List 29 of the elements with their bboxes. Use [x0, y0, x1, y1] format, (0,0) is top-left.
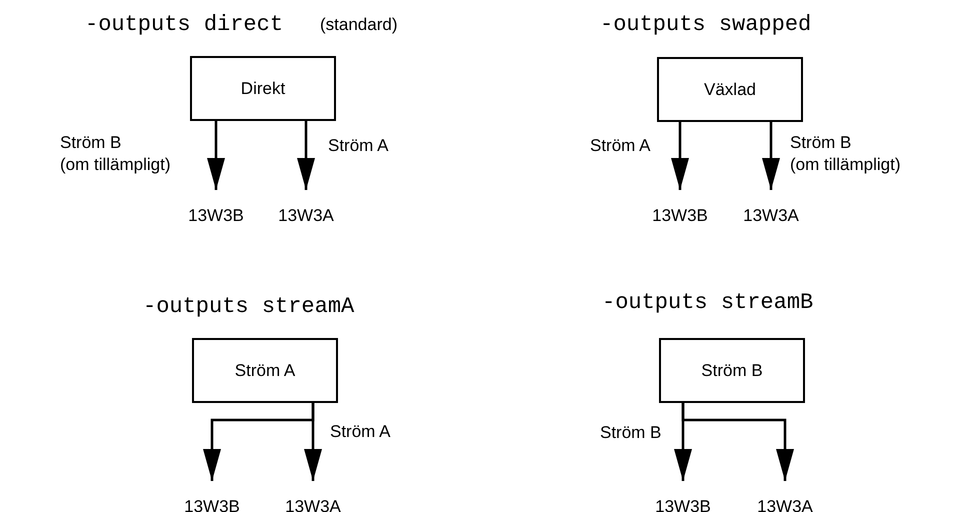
arrow [304, 403, 322, 481]
process-box: Direkt [190, 56, 336, 121]
output-label: 13W3A [731, 190, 811, 230]
edge-label: Ström B (om tillämpligt) [790, 132, 901, 176]
arrow [207, 121, 225, 190]
output-label: 13W3B [643, 481, 723, 512]
heading-note: (standard) [320, 14, 398, 36]
output-label: 13W3B [172, 481, 252, 512]
edge-label: Ström B (om tillämpligt) [60, 132, 171, 176]
process-box: Ström A [192, 338, 338, 403]
output-label: 13W3A [273, 481, 353, 512]
arrow [682, 403, 794, 481]
command-heading: -outputs swapped [600, 14, 812, 36]
arrow [297, 121, 315, 190]
command-heading: -outputs streamA [143, 296, 354, 318]
output-label: 13W3B [176, 190, 256, 230]
process-box: Ström B [659, 338, 805, 403]
edge-label: Ström B [600, 422, 662, 444]
command-heading: -outputs streamB [602, 292, 814, 314]
output-label: 13W3A [266, 190, 346, 230]
edge-label: Ström A [590, 135, 650, 157]
edge-label: Ström A [328, 135, 388, 157]
arrow [671, 122, 689, 190]
command-heading: -outputs direct [85, 14, 284, 36]
output-label: 13W3B [640, 190, 720, 230]
edge-label: Ström A [330, 421, 390, 443]
arrow [762, 122, 780, 190]
process-box: Växlad [657, 57, 803, 122]
output-label: 13W3A [745, 481, 825, 512]
